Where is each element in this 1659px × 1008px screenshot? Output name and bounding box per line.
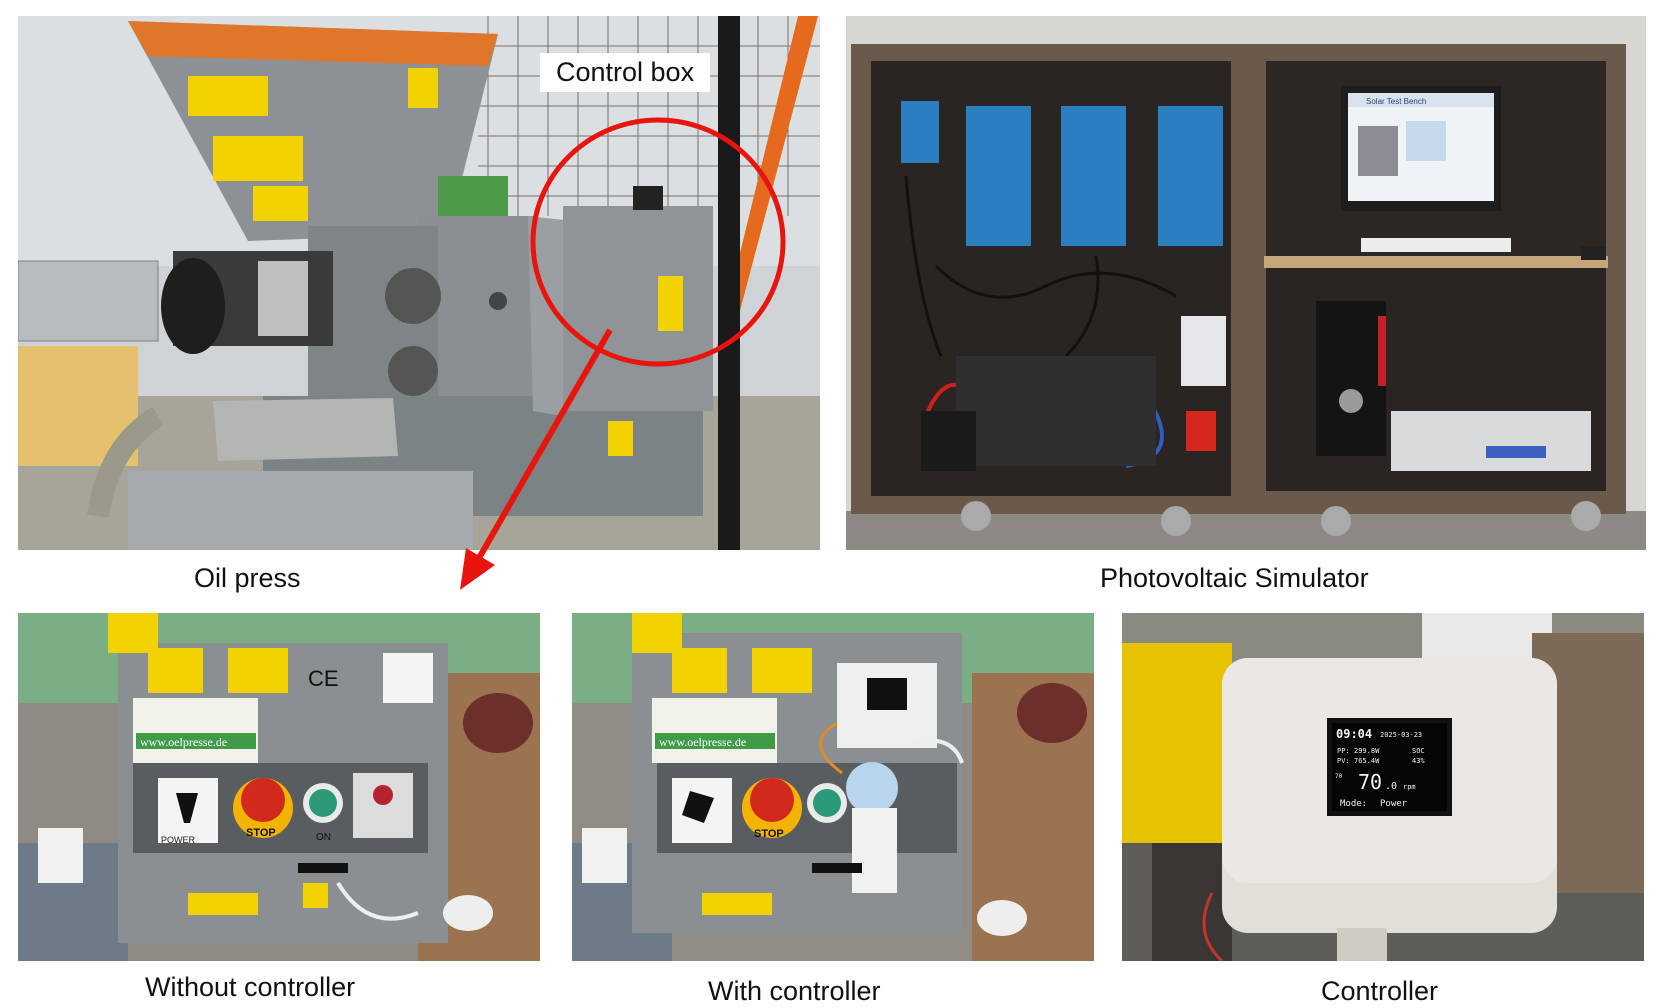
svg-text:SOC: SOC: [1412, 747, 1425, 755]
svg-text:43%: 43%: [1412, 757, 1425, 765]
svg-text:2025-03-23: 2025-03-23: [1380, 731, 1422, 739]
svg-text:70: 70: [1335, 773, 1343, 780]
oil-press-caption: Oil press: [194, 563, 301, 593]
svg-text:70: 70: [1358, 770, 1382, 794]
without-controller-photo: CE www.oelpresse.de POWER STOP ON: [18, 613, 540, 961]
without-controller-caption: Without controller: [145, 972, 356, 1002]
control-box-callout: Control box: [540, 53, 711, 92]
svg-text:PP:: PP:: [1337, 747, 1350, 755]
svg-text:CE: CE: [308, 666, 339, 691]
svg-text:ON: ON: [316, 832, 331, 843]
svg-text:STOP: STOP: [754, 828, 784, 840]
svg-text:STOP: STOP: [246, 827, 276, 839]
svg-text:Mode:: Mode:: [1340, 799, 1367, 809]
controller-photo: 09:04 2025-03-23 PP: 299.8W SOC PV: 765.…: [1122, 613, 1644, 961]
svg-text:.0: .0: [1385, 781, 1397, 792]
svg-text:09:04: 09:04: [1336, 727, 1372, 741]
highlight-arrow: [460, 328, 613, 590]
pv-simulator-photo: Solar Test Bench: [846, 16, 1646, 550]
svg-text:rpm: rpm: [1403, 783, 1416, 791]
svg-text:www.oelpresse.de: www.oelpresse.de: [659, 735, 746, 749]
svg-text:299.8W: 299.8W: [1354, 747, 1380, 755]
with-controller-photo: www.oelpresse.de STOP: [572, 613, 1094, 961]
controller-caption: Controller: [1321, 976, 1439, 1006]
with-controller-caption: With controller: [708, 976, 881, 1006]
svg-text:PV:: PV:: [1337, 757, 1350, 765]
pv-simulator-caption: Photovoltaic Simulator: [1100, 563, 1369, 593]
svg-text:Solar Test Bench: Solar Test Bench: [1366, 97, 1426, 106]
svg-text:POWER: POWER: [161, 835, 196, 845]
svg-text:Power: Power: [1380, 799, 1408, 809]
svg-text:www.oelpresse.de: www.oelpresse.de: [140, 735, 227, 749]
oil-press-photo: [18, 16, 820, 550]
svg-text:765.4W: 765.4W: [1354, 757, 1380, 765]
